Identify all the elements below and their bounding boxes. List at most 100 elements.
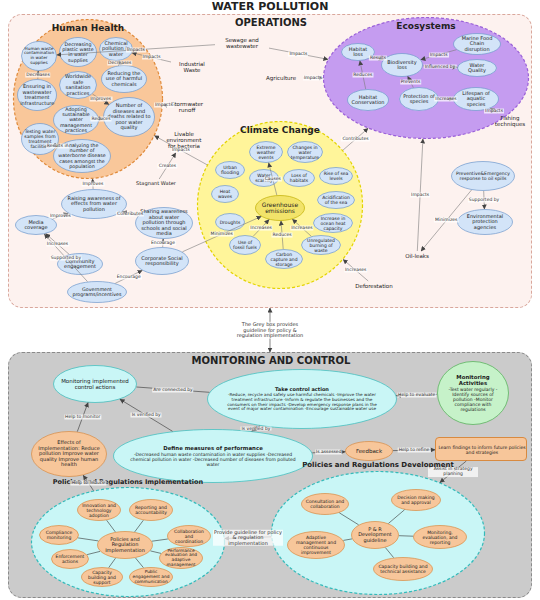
- process-ellipse: Loss of habitats: [283, 169, 315, 187]
- ellipse-shape: [320, 168, 353, 185]
- process-ellipse: Policies and Regulation Implementation: [97, 531, 153, 559]
- node-heading: Decreasing plastic waste in water suppli…: [62, 42, 94, 63]
- node-heading: Habitat loss: [344, 47, 373, 58]
- node-text-group: Adaptive management and continuous impro…: [292, 535, 341, 555]
- node-heading: Unregulated burning of waste: [304, 238, 338, 253]
- process-ellipse: Public engagement and communication: [129, 567, 173, 587]
- node-heading: Industrial Waste: [172, 61, 212, 73]
- node-heading: Government programs/incentives: [72, 287, 122, 298]
- ellipse-shape: [130, 500, 173, 521]
- edge-label: Supported by: [468, 198, 500, 203]
- node-text-group: Greenhouse emissions: [259, 202, 301, 215]
- node-text-group: Water Quality: [460, 63, 494, 74]
- ellipse-shape: [208, 370, 397, 429]
- node-text-group: Deforestation: [350, 283, 398, 289]
- node-text-group: Take control action-Reduce, recycle and …: [222, 387, 382, 412]
- edge-label: Impacts: [429, 52, 449, 57]
- node-text-group: Media coverage: [18, 220, 53, 231]
- ellipse-shape: [272, 472, 485, 595]
- group-circle: Human HealthHuman waste contamination in…: [13, 19, 163, 179]
- process-ellipse: Feedback: [345, 441, 393, 461]
- node-text-group: Collaboration and coordination: [171, 529, 208, 544]
- process-ellipse: Marine Food Chain disruption: [453, 33, 501, 55]
- process-ellipse: Reporting and accountability: [129, 499, 173, 521]
- node-text-group: Habitat loss: [344, 47, 373, 58]
- node-heading: Human waste contamination in water suppl…: [24, 47, 54, 66]
- node-text-group: Reporting and accountability: [133, 505, 170, 515]
- node-text-group: Capacity building and technical assistan…: [378, 564, 428, 574]
- node-text-group: Reducing the use of harmful chemicals: [105, 71, 144, 88]
- edge-label: Is assessed: [315, 450, 343, 455]
- ellipse-shape: [302, 494, 349, 515]
- process-ellipse: Capacity building and technical assistan…: [373, 557, 433, 581]
- node-text-group: Policies and Regulation Implementation: [101, 537, 148, 554]
- edge-label: Increases: [434, 97, 457, 102]
- node-text-group: Human waste contamination in water suppl…: [24, 47, 54, 66]
- diagram-title: WATER POLLUTION: [0, 1, 540, 13]
- node-heading: Compliance monitoring: [42, 530, 76, 540]
- process-ellipse: Heat waves: [211, 185, 239, 203]
- node-text-group: Monitoring Activities-Test water regular…: [443, 374, 503, 412]
- process-ellipse: Adaptive management and continuous impro…: [287, 531, 345, 559]
- edge-label: Improves: [49, 214, 72, 219]
- node-heading: Greenhouse emissions: [259, 202, 301, 215]
- edge-label: Increases: [249, 226, 272, 231]
- text-node: Oil-leaks: [399, 251, 435, 261]
- edge-label: Assist in strategy planning: [428, 467, 478, 477]
- node-heading: Performance evaluation and adaptive mana…: [163, 549, 200, 568]
- node-body: -Reduce, recycle and safely use harmful …: [222, 393, 382, 412]
- edge-label: Help to evaluate: [397, 393, 436, 398]
- process-ellipse: Water Quality: [457, 59, 497, 77]
- ellipse-shape: [52, 550, 89, 569]
- node-text-group: Environmental protection agencies: [461, 214, 508, 231]
- node-text-group: Feedback: [349, 448, 389, 454]
- node-heading: Carbon capture and storage: [268, 252, 300, 267]
- node-text-group: Decreasing plastic waste in water suppli…: [62, 42, 94, 63]
- process-ellipse: Changes in water temperature: [287, 141, 323, 163]
- node-text-group: Climate Change: [197, 125, 363, 135]
- edge-label: Impacts: [410, 193, 430, 198]
- ellipse-shape: [288, 532, 345, 559]
- node-text-group: Ensuring in wastewater treatment infrast…: [20, 84, 54, 106]
- ellipse-shape: [130, 568, 173, 587]
- process-ellipse: Consultation and collaboration: [301, 493, 349, 515]
- node-heading: Monitoring, evaluation, and reporting: [417, 530, 462, 545]
- ellipse-shape: [22, 124, 59, 155]
- node-text-group: Carbon capture and storage: [268, 252, 300, 267]
- ellipse-shape: [160, 548, 203, 569]
- node-heading: Decision making and approval: [395, 495, 437, 505]
- node-heading: Climate Change: [197, 125, 363, 135]
- node-heading: Reducing the use of harmful chemicals: [105, 71, 144, 88]
- edge-label: Is verified by: [131, 413, 162, 418]
- node-text-group: Oil-leaks: [400, 253, 434, 259]
- ellipse-shape: [374, 558, 433, 581]
- node-heading: MONITORING AND CONTROL: [9, 355, 533, 366]
- node-heading: Oil-leaks: [400, 253, 434, 259]
- process-ellipse: Droughts: [215, 213, 245, 231]
- node-text-group: Livable environment for bacteria: [162, 131, 206, 149]
- node-heading: Water Quality: [460, 63, 494, 74]
- section-band: OPERATIONSHuman HealthHuman waste contam…: [8, 14, 532, 308]
- ellipse-shape: [256, 196, 305, 221]
- node-text-group: Heat waves: [213, 189, 237, 199]
- edge-label: Reduces: [90, 116, 111, 121]
- text-node: Sewage and wastewater: [215, 35, 269, 51]
- edge-label: Increases: [344, 268, 367, 273]
- process-ellipse: Innovation and technology adoption: [77, 499, 121, 521]
- edge-label: Reduces: [272, 233, 293, 238]
- group-circle: Policies and Regulations DevelopmentCons…: [271, 471, 485, 595]
- node-text-group: Worldwide safe sanitation practices: [62, 74, 94, 96]
- node-text-group: Acidification of the sea: [320, 195, 352, 205]
- edge-label: Impacts: [154, 103, 174, 108]
- process-ellipse: Reducing the use of harmful chemicals: [101, 65, 147, 93]
- node-text-group: Monitoring implemented control actions: [60, 378, 131, 390]
- process-ellipse: Collaboration and coordination: [167, 525, 211, 547]
- process-ellipse: Urban flooding: [215, 161, 245, 179]
- process-ellipse: Carbon capture and storage: [265, 249, 303, 269]
- edge-label: Encourage: [150, 241, 176, 246]
- node-heading: Capacity building and technical assistan…: [378, 564, 428, 574]
- edge-label: Impacts: [484, 108, 504, 113]
- node-heading: P & R Development guideline: [355, 527, 395, 544]
- ellipse-shape: [60, 72, 97, 99]
- node-text-group: Define measures of performance-Decreased…: [129, 445, 297, 467]
